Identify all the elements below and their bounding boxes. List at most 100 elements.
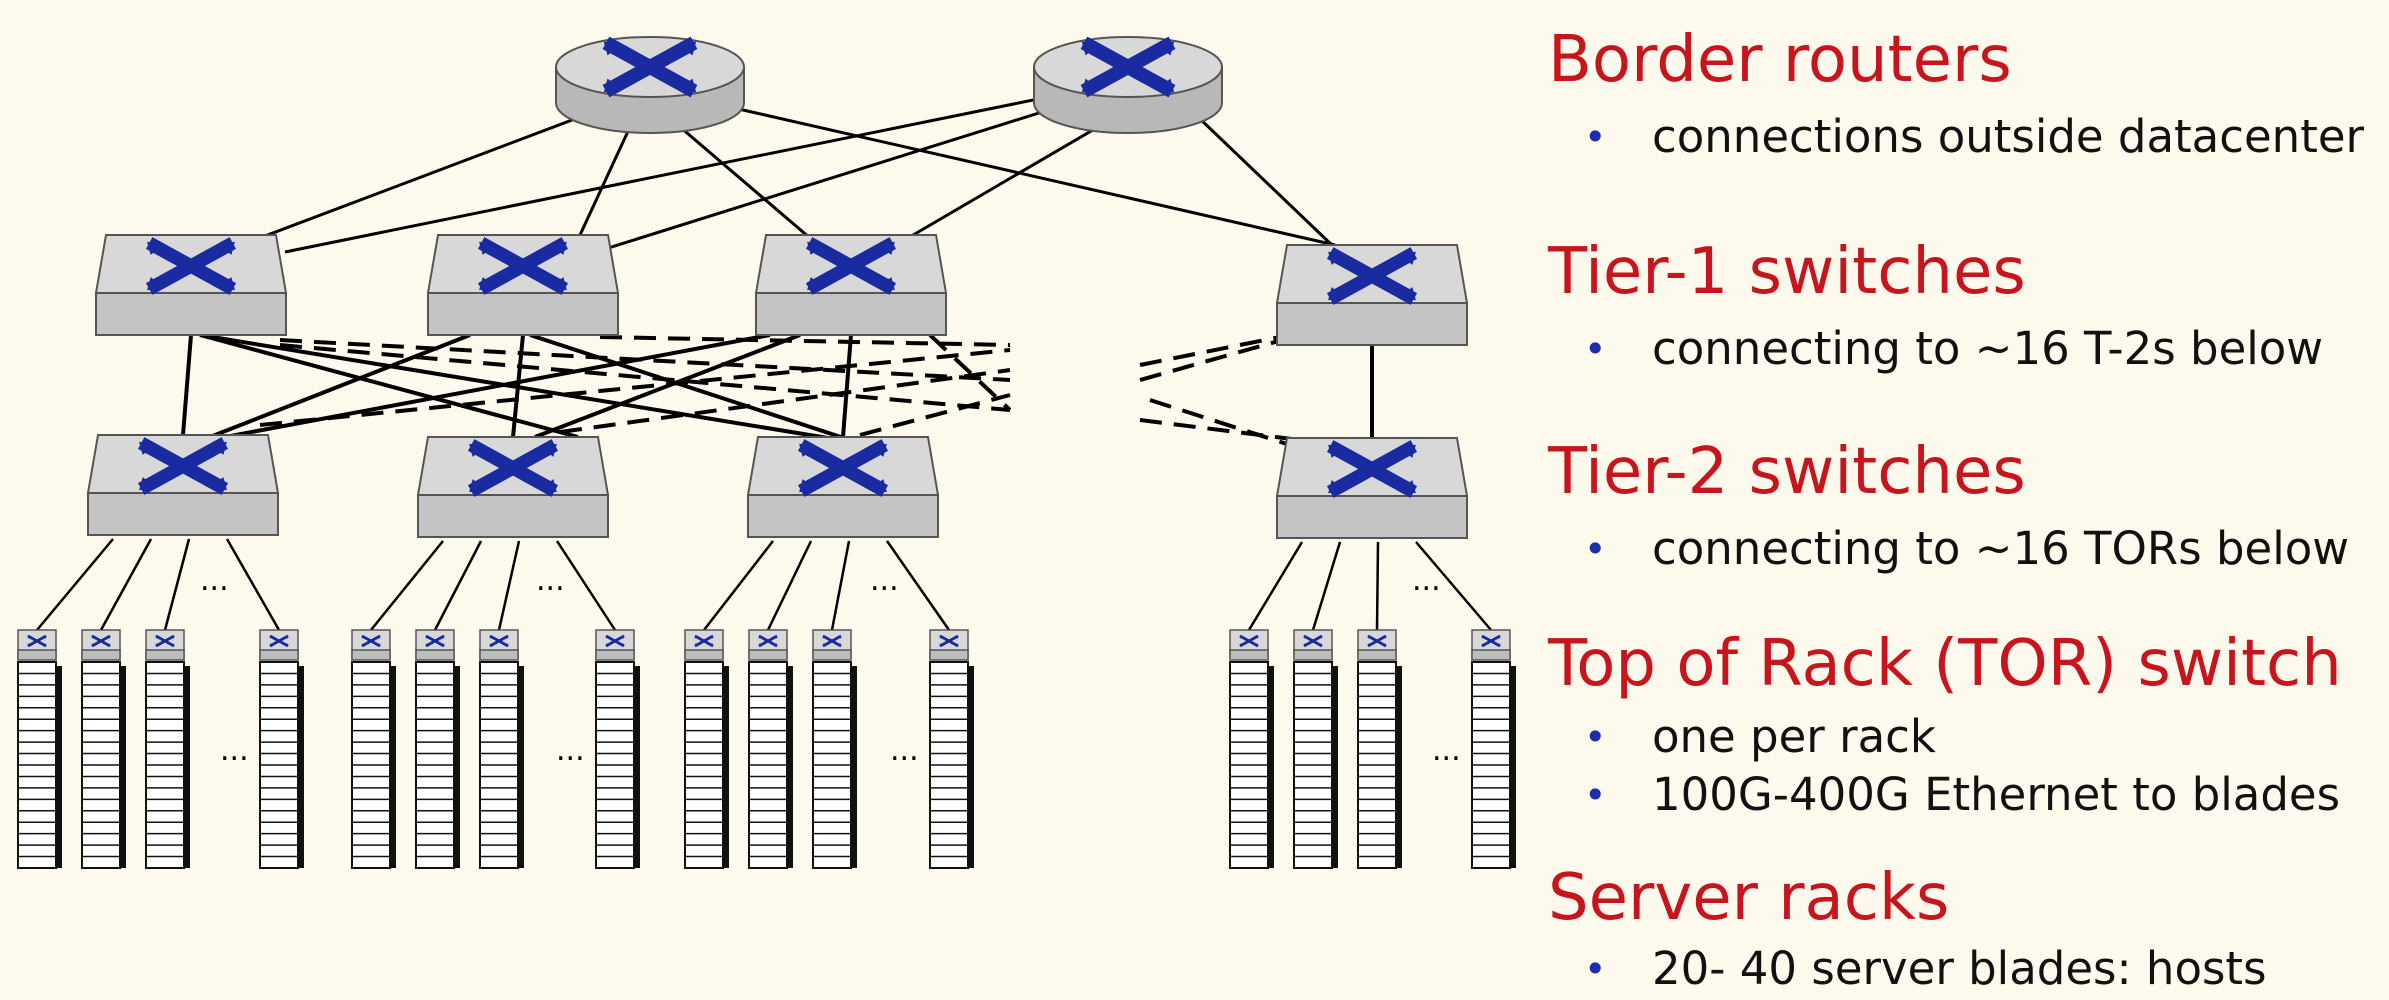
ellipsis: ... — [200, 563, 229, 598]
arrowhead — [694, 635, 699, 639]
bullet-text: one per rack — [1652, 710, 1936, 763]
section-heading: Top of Rack (TOR) switch — [1548, 627, 2342, 701]
x-bar — [694, 634, 714, 648]
ellipsis: ... — [890, 733, 919, 768]
arrowhead — [361, 643, 366, 647]
tor-rack — [145, 629, 190, 869]
arrowhead — [106, 643, 111, 647]
rack-side — [723, 666, 729, 868]
arrowhead — [954, 635, 959, 639]
arrowhead — [217, 241, 235, 255]
bullet-text: connections outside datacenter — [1652, 110, 2365, 163]
arrowhead — [147, 277, 165, 291]
tor-switch-front — [929, 649, 969, 661]
rack-side — [454, 666, 460, 868]
tier2-switch — [86, 434, 280, 536]
arrowhead — [27, 643, 32, 647]
tor-switch-front — [415, 649, 455, 661]
dashed-link — [279, 338, 1011, 382]
arrowhead — [504, 635, 509, 639]
tor-uplink — [555, 540, 617, 631]
arrowhead — [170, 643, 175, 647]
tor-rack — [929, 629, 974, 869]
arrowhead — [1367, 643, 1372, 647]
x-bar — [361, 634, 381, 648]
bullet-text: connecting to ~16 TORs below — [1652, 522, 2350, 575]
arrowhead — [799, 479, 817, 493]
arrowhead — [1239, 643, 1244, 647]
switch-front — [755, 292, 947, 336]
tor-rack — [684, 629, 729, 869]
switch-front — [427, 292, 619, 336]
tor-uplink — [497, 540, 521, 631]
arrowhead — [469, 443, 487, 457]
tor-uplink — [163, 538, 191, 631]
dashed-link — [559, 368, 1011, 434]
router-link — [679, 125, 811, 240]
tor-uplink — [885, 540, 951, 631]
rack-side — [184, 666, 190, 868]
bullet-dot-icon: • — [1584, 715, 1607, 759]
arrowhead — [1398, 287, 1416, 301]
rack-side — [56, 666, 62, 868]
router-link — [1196, 115, 1337, 250]
arrowhead — [42, 635, 47, 639]
router-link — [569, 105, 1059, 262]
tor-uplink — [766, 540, 813, 631]
tor-rack — [351, 629, 396, 869]
arrowhead — [42, 643, 47, 647]
x-bar — [425, 634, 445, 648]
arrowhead — [1328, 444, 1346, 458]
rack-side — [120, 666, 126, 868]
legend-section-tier2-switches: Tier-2 switches •connecting to ~16 TORs … — [1548, 440, 2349, 578]
arrowhead — [877, 277, 895, 291]
arrowhead — [677, 78, 697, 93]
x-bar — [602, 36, 698, 98]
tor-uplink — [1415, 541, 1492, 631]
arrowhead — [620, 643, 625, 647]
tor-switch-front — [595, 649, 635, 661]
tier2-switch — [1275, 437, 1469, 539]
arrowhead — [1328, 251, 1346, 265]
arrowhead — [425, 643, 430, 647]
bullet-item: •connections outside datacenter — [1548, 108, 2364, 166]
arrowhead — [605, 635, 610, 639]
tor-rack — [1357, 629, 1402, 869]
arrowhead — [1081, 78, 1101, 93]
tor-rack — [595, 629, 640, 869]
arrowhead — [209, 477, 227, 491]
ellipsis: ... — [536, 563, 565, 598]
dashed-link — [1149, 398, 1291, 447]
rack-side — [518, 666, 524, 868]
bullet-dot-icon: • — [1584, 527, 1607, 571]
arrowhead — [1239, 635, 1244, 639]
legend: Border routers •connections outside data… — [1548, 0, 2389, 1000]
tier-link — [181, 334, 193, 436]
arrowhead — [620, 635, 625, 639]
arrowhead — [1303, 635, 1308, 639]
rack-side — [390, 666, 396, 868]
rack-side — [1396, 666, 1402, 868]
dashed-link — [859, 393, 1011, 437]
x-bar — [489, 634, 509, 648]
tier2-switch — [416, 436, 610, 538]
tier-link — [529, 333, 851, 442]
switch-front — [417, 494, 609, 538]
arrowhead — [425, 635, 430, 639]
bullet-text: connecting to ~16 T-2s below — [1652, 322, 2324, 375]
arrowhead — [269, 643, 274, 647]
tor-switch-front — [1229, 649, 1269, 661]
bullet-text: 100G-400G Ethernet to blades — [1652, 768, 2341, 821]
ellipsis: ... — [556, 733, 585, 768]
x-bar — [27, 634, 47, 648]
arrowhead — [147, 241, 165, 255]
arrowhead — [539, 443, 557, 457]
arrowhead — [469, 479, 487, 493]
arrowhead — [877, 241, 895, 255]
arrowhead — [799, 443, 817, 457]
arrowhead — [1398, 480, 1416, 494]
arrowhead — [1382, 643, 1387, 647]
bullet-dot-icon: • — [1584, 947, 1607, 991]
x-bar — [1303, 634, 1323, 648]
tor-switch-front — [748, 649, 788, 661]
